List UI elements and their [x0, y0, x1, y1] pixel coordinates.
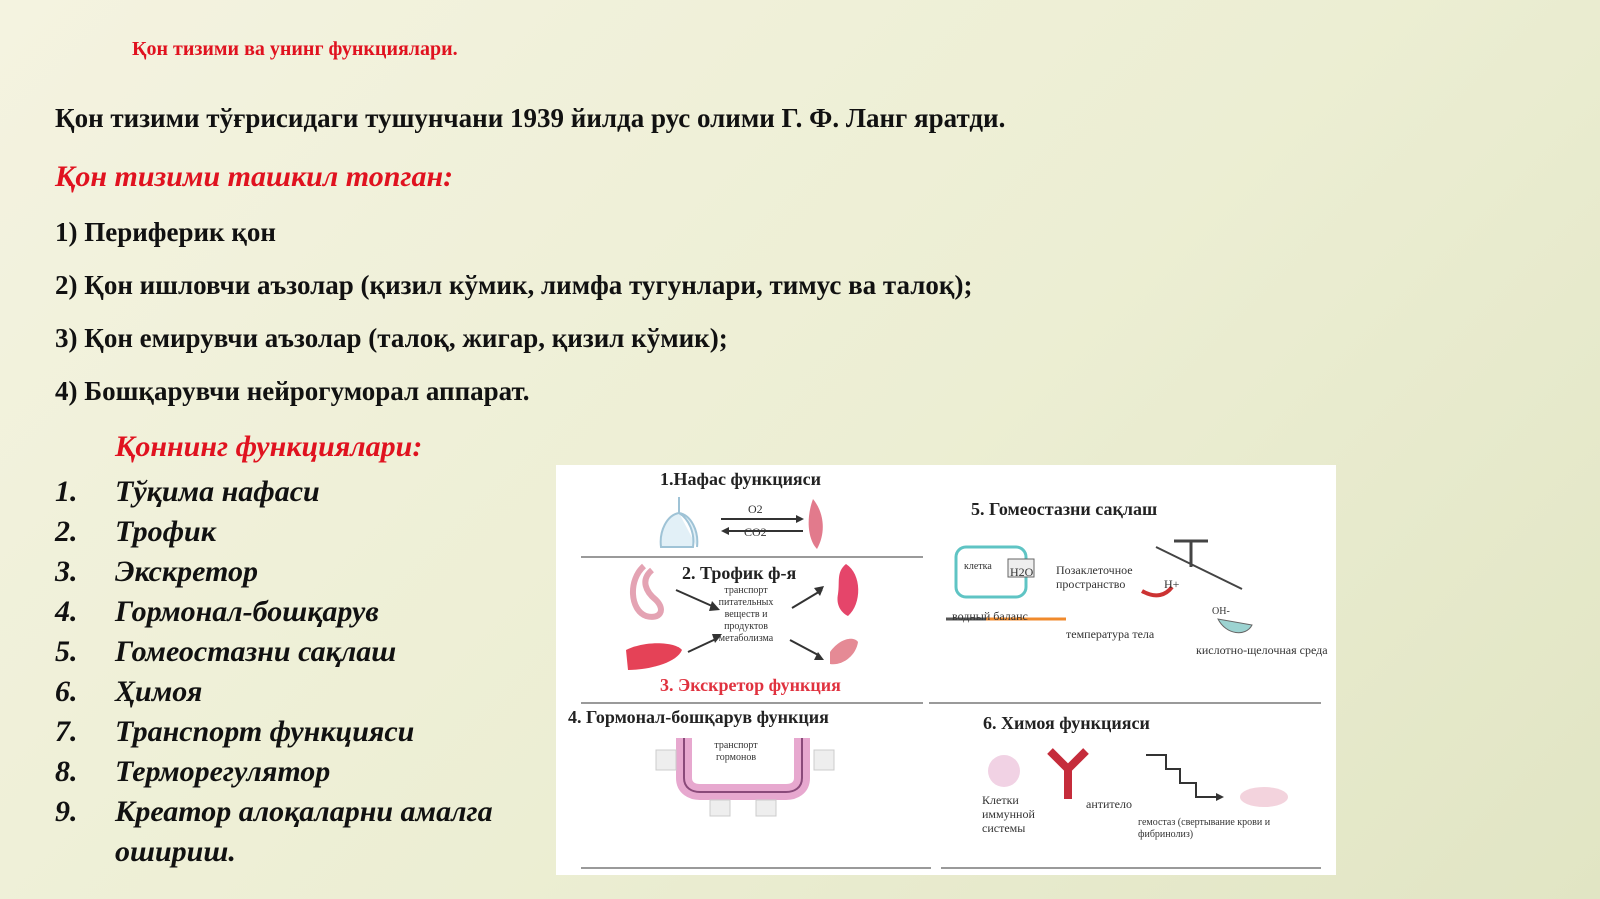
hemostasis-label: гемостаз (свертывание крови и фибринолиз…: [1138, 817, 1271, 840]
function-number: 7.: [55, 715, 78, 748]
function-text: Ҳимоя: [115, 675, 203, 708]
function-number: 5.: [55, 635, 78, 668]
divider: [581, 556, 923, 558]
functions-heading: Қоннинг функциялари:: [115, 430, 423, 463]
co2-label: CO2: [744, 525, 767, 539]
function-number: 9.: [55, 795, 78, 828]
h2o-label: H2O: [1010, 565, 1034, 579]
hormone-loop-icon: [655, 738, 835, 817]
homeostasis-scale-icon: [946, 539, 1253, 634]
function-text: Креатор алоқаларни амалга ошириш.: [115, 795, 493, 868]
homeostasis-title: 5. Гомеостазни сақлаш: [971, 499, 1158, 519]
function-item: 4. Гормонал-бошқарув: [55, 592, 535, 632]
divider: [941, 867, 1321, 869]
function-text: Трофик: [115, 515, 216, 548]
function-item: 5. Гомеостазни сақлаш: [55, 632, 535, 672]
respiration-title: 1.Нафас функцияси: [660, 469, 822, 489]
trophic-title: 2. Трофик ф-я: [682, 563, 797, 583]
function-item: 3. Экскретор: [55, 552, 535, 592]
cell-label: клетка: [964, 561, 992, 572]
oh-minus-label: OH-: [1212, 606, 1230, 617]
function-text: Транспорт функцияси: [115, 715, 415, 748]
function-item: 2. Трофик: [55, 512, 535, 552]
function-item: 6. Ҳимоя: [55, 672, 535, 712]
divider: [581, 867, 931, 869]
function-item: 8. Терморегулятор: [55, 752, 535, 792]
functions-list: 1. Тўқима нафаси 2. Трофик 3. Экскретор 4. Г…: [55, 472, 535, 872]
organs-icon: [626, 563, 859, 670]
system-heading: Қон тизими ташкил топган:: [55, 160, 454, 193]
function-item: 7. Транспорт функцияси: [55, 712, 535, 752]
water-balance-label: водный баланс: [952, 609, 1028, 623]
function-number: 6.: [55, 675, 78, 708]
function-text: Терморегулятор: [115, 755, 331, 788]
function-number: 4.: [55, 595, 78, 628]
function-number: 2.: [55, 515, 78, 548]
divider: [581, 702, 923, 704]
slide-subtitle: Қон тизими ва унинг функциялари.: [132, 38, 458, 60]
function-number: 1.: [55, 475, 78, 508]
function-text: Тўқима нафаси: [115, 475, 320, 508]
system-item-1: 1) Периферик қон: [55, 217, 276, 247]
system-item-2: 2) Қон ишловчи аъзолар (қизил кўмик, лим…: [55, 270, 973, 300]
acid-base-label: кислотно-щелочная среда: [1196, 643, 1328, 657]
hormonal-title: 4. Гормонал-бошқарув функция: [568, 707, 829, 727]
hormone-transport-text: транспорт гормонов: [714, 740, 758, 763]
function-text: Гомеостазни сақлаш: [115, 635, 397, 668]
function-number: 8.: [55, 755, 78, 788]
system-item-3: 3) Қон емирувчи аъзолар (талоқ, жигар, қ…: [55, 323, 728, 353]
antibody-label: антитело: [1086, 797, 1132, 811]
extracellular-label: Позаклеточное пространство: [1056, 563, 1133, 591]
function-number: 3.: [55, 555, 78, 588]
system-item-4: 4) Бошқарувчи нейрогуморал аппарат.: [55, 376, 530, 406]
body-temperature-label: температура тела: [1066, 627, 1155, 641]
intro-text: Қон тизими тўғрисидаги тушунчани 1939 йи…: [55, 103, 1006, 133]
lungs-icon: [659, 497, 823, 549]
o2-label: O2: [748, 502, 763, 516]
immune-icon: [988, 748, 1288, 807]
excretory-title: 3. Экскретор функция: [660, 675, 841, 695]
function-text: Экскретор: [115, 555, 258, 588]
nutrient-transport-text: транспорт питательных веществ и продукто…: [718, 585, 774, 644]
function-text: Гормонал-бошқарув: [115, 595, 379, 628]
h-plus-label: H+: [1164, 577, 1180, 591]
immune-cells-label: Клетки иммунной системы: [982, 793, 1035, 835]
function-item: 9. Креатор алоқаларни амалга ошириш.: [55, 792, 535, 872]
divider: [929, 702, 1321, 704]
function-item: 1. Тўқима нафаси: [55, 472, 535, 512]
protection-title: 6. Химоя функцияси: [983, 713, 1150, 733]
blood-functions-diagram: 1.Нафас функцияси O2 CO2 2. Трофик ф-я т…: [556, 465, 1336, 875]
